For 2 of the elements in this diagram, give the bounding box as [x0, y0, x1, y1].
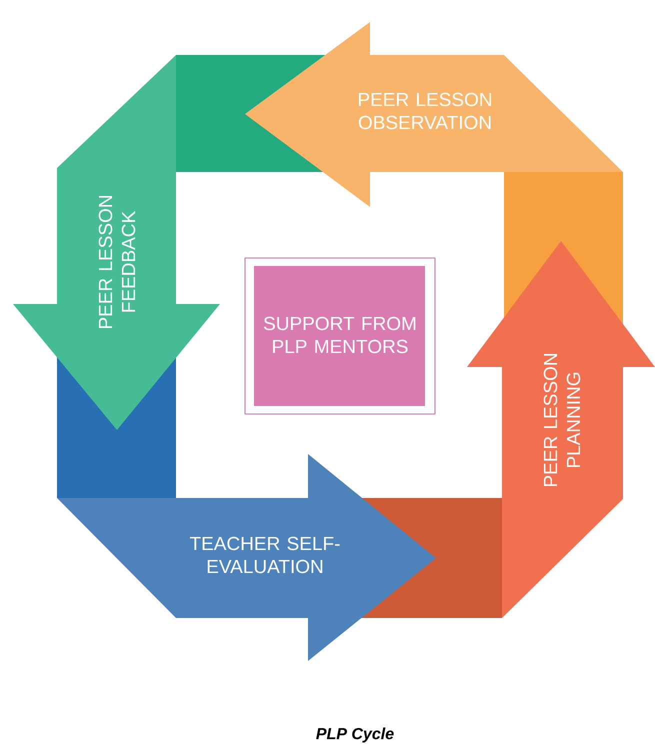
support-box: SUPPORT FROM PLP MENTORS: [244, 258, 436, 414]
caption: PLP Cycle: [316, 728, 394, 742]
